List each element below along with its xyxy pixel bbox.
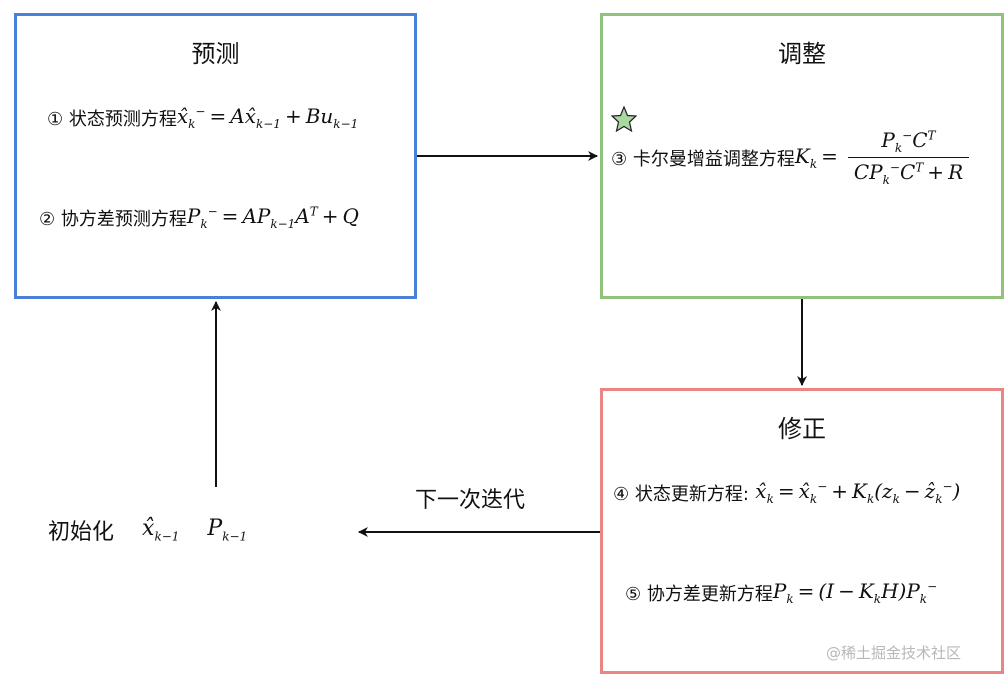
state-predict-label: ① 状态预测方程 [47,108,177,130]
predict-title: 预测 [191,40,240,68]
covariance-predict-label: ② 协方差预测方程 [39,208,187,230]
kalman-gain-fraction: Pk−CT CPk−CT+R [847,128,970,187]
init-label: 初始化 [48,520,115,545]
correct-box: 修正 ④ 状态更新方程: x̂k=x̂k−+Kk(zk−ẑk−) ⑤ 协方差更新… [600,388,1004,674]
covariance-update-equation: ⑤ 协方差更新方程 Pk=(I−KkH)Pk− [625,579,937,606]
state-update-label: ④ 状态更新方程: [613,483,749,505]
covariance-update-label: ⑤ 协方差更新方程 [625,583,773,605]
init-covariance: Pk−1 [207,516,248,544]
kalman-gain-label: ③ 卡尔曼增益调整方程 [611,148,795,170]
state-update-formula: x̂k=x̂k−+Kk(zk−ẑk−) [748,479,961,506]
predict-box: 预测 ① 状态预测方程 x̂k−=Ax̂k−1+Buk−1 ② 协方差预测方程 … [14,13,417,299]
init-state: x̂k−1 [142,516,180,544]
covariance-predict-equation: ② 协方差预测方程 Pk−=APk−1AT+Q [39,204,359,231]
next-iteration-label: 下一次迭代 [415,488,526,513]
init-node: 初始化 x̂k−1 Pk−1 [48,514,247,546]
adjust-box: 调整 ③ 卡尔曼增益调整方程 Kk= Pk−CT CPk−CT+R [600,13,1004,299]
watermark: @稀土掘金技术社区 [826,644,962,662]
adjust-title: 调整 [778,40,826,68]
kalman-gain-lhs: Kk= [794,144,838,171]
correct-title: 修正 [778,415,826,443]
state-update-equation: ④ 状态更新方程: x̂k=x̂k−+Kk(zk−ẑk−) [613,479,960,506]
state-predict-equation: ① 状态预测方程 x̂k−=Ax̂k−1+Buk−1 [47,104,358,131]
state-predict-formula: x̂k−=Ax̂k−1+Buk−1 [176,104,359,131]
covariance-update-formula: Pk=(I−KkH)Pk− [772,579,938,606]
covariance-predict-formula: Pk−=APk−1AT+Q [186,204,359,231]
kalman-gain-equation: ③ 卡尔曼增益调整方程 Kk= Pk−CT CPk−CT+R [611,128,970,187]
star-icon [611,106,637,132]
